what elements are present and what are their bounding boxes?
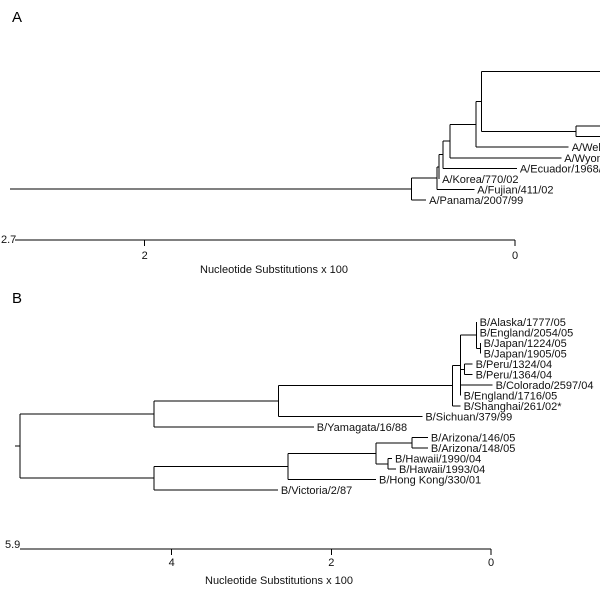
tick-label-a-2: 2: [142, 250, 148, 262]
tick-label-b-4: 4: [169, 557, 175, 569]
leaf-label-b-sichuan-379-99: B/Sichuan/379/99: [425, 412, 512, 424]
leaf-label-b-hawaii-1990-04: B/Hawaii/1990/04: [395, 454, 481, 466]
leaf-label-a-panama-2007-99: A/Panama/2007/99: [429, 195, 523, 207]
leaf-label-a-fujian-411-02: A/Fujian/411/02: [477, 185, 553, 197]
panel-a-axis-title: Nucleotide Substitutions x 100: [200, 264, 348, 276]
tick-label-b-2: 2: [328, 557, 334, 569]
leaf-label-b-yamagata-16-88: B/Yamagata/16/88: [317, 422, 407, 434]
panel-b-scale-start: 5.9: [5, 539, 20, 551]
leaf-label-b-england-2054-05: B/England/2054/05: [480, 328, 574, 340]
leaf-label-b-arizona-146-05: B/Arizona/146/05: [431, 433, 515, 445]
leaf-label-b-peru-1324-04: B/Peru/1324/04: [476, 359, 552, 371]
leaf-label-a-wellington-1-04: A/Wellington/1/04: [572, 142, 600, 154]
panel-b-tree: B/Alaska/1777/05B/England/2054/05B/Japan…: [15, 317, 593, 497]
panel-a: A A/Japan/1337/05A/Japan/1383/04A/New Yo…: [1, 9, 600, 276]
leaf-label-b-japan-1905-05: B/Japan/1905/05: [484, 349, 567, 361]
leaf-label-b-shanghai-261-02: B/Shanghai/261/02*: [464, 401, 563, 413]
leaf-label-a-wyoming-3-03: A/Wyoming/3/03: [564, 153, 600, 165]
tick-label-b-0: 0: [488, 557, 494, 569]
panel-b-axis-title: Nucleotide Substitutions x 100: [205, 575, 353, 587]
leaf-label-b-victoria-2-87: B/Victoria/2/87: [281, 485, 352, 497]
panel-a-letter: A: [12, 9, 22, 26]
panel-b-letter: B: [12, 290, 22, 307]
panel-b-axis: 5.9 4 2 0 Nucleotide Substitutions x 100: [5, 539, 494, 587]
panel-a-tree: A/Japan/1337/05A/Japan/1383/04A/New York…: [10, 71, 600, 207]
leaf-label-a-korea-770-02: A/Korea/770/02: [442, 174, 518, 186]
tick-label-a-0: 0: [512, 250, 518, 262]
leaf-label-b-peru-1364-04: B/Peru/1364/04: [476, 370, 552, 382]
leaf-label-b-hawaii-1993-04: B/Hawaii/1993/04: [399, 464, 485, 476]
panel-b-ticks: 4 2 0: [169, 549, 494, 569]
leaf-label-b-arizona-148-05: B/Arizona/148/05: [431, 443, 515, 455]
panel-a-scale-start: 2.7: [1, 234, 16, 246]
leaf-label-b-alaska-1777-05: B/Alaska/1777/05: [480, 317, 566, 329]
leaf-label-b-japan-1224-05: B/Japan/1224/05: [484, 338, 567, 350]
leaf-label-b-england-1716-05: B/England/1716/05: [464, 391, 558, 403]
leaf-label-a-ecuador-1968-04: A/Ecuador/1968/04: [520, 163, 600, 175]
leaf-label-b-colorado-2597-04: B/Colorado/2597/04: [496, 380, 594, 392]
panel-b: B B/Alaska/1777/05B/England/2054/05B/Jap…: [5, 290, 593, 587]
leaf-label-b-hong-kong-330-01: B/Hong Kong/330/01: [379, 475, 481, 487]
